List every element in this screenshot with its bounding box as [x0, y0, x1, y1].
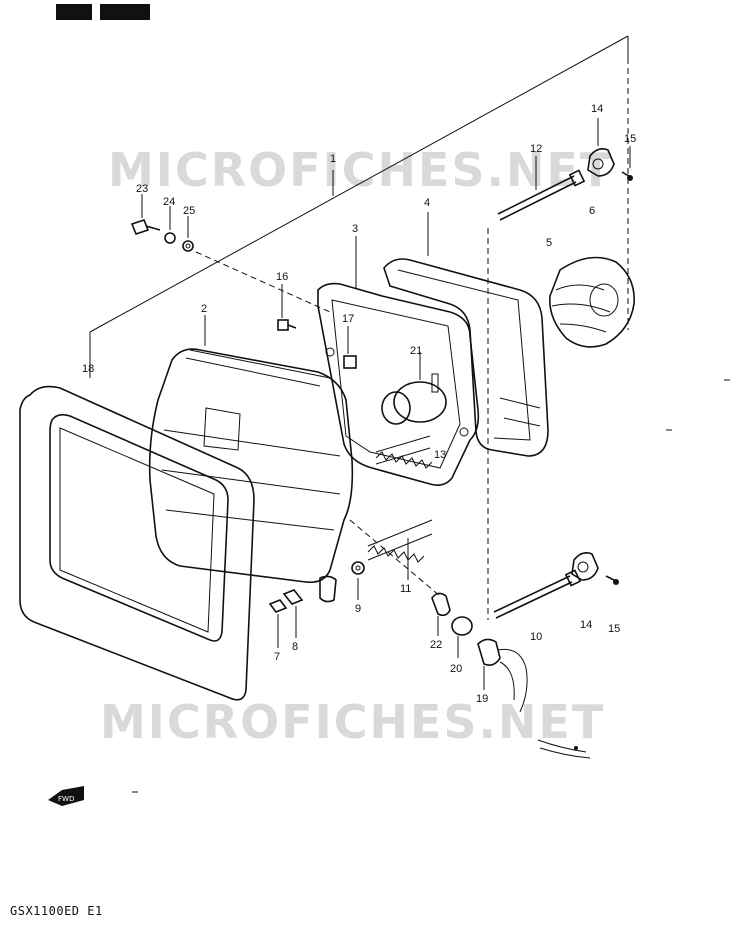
screw-15-upper: [621, 146, 633, 181]
callout-22: 22: [430, 639, 442, 651]
callout-16: 16: [276, 271, 288, 283]
spring-13: [375, 435, 433, 469]
callout-15-lower: 15: [608, 623, 620, 635]
callout-23: 23: [136, 183, 148, 195]
callout-14-lower: 14: [580, 619, 592, 631]
svg-text:FWD: FWD: [58, 795, 74, 803]
callout-25: 25: [183, 205, 195, 217]
watermark-bottom: MICROFICHES.NET: [100, 695, 605, 749]
callout-24: 24: [163, 196, 175, 208]
headlight-housing: [383, 212, 549, 457]
callout-8: 8: [292, 641, 298, 653]
nut-7: [268, 599, 288, 648]
callout-12: 12: [530, 143, 542, 155]
washer-9: [351, 561, 365, 600]
wiring-harness: [537, 739, 591, 759]
assembly-bracket: [89, 35, 629, 378]
leader-11: [349, 519, 441, 597]
watermark-top: MICROFICHES.NET: [108, 143, 613, 197]
callout-1: 1: [330, 153, 336, 165]
spring-11: [367, 519, 433, 580]
screw-16: [277, 284, 297, 331]
clip-17: [343, 326, 357, 369]
adjusting-screw-upper: [497, 156, 586, 221]
nut-8: [282, 589, 304, 638]
bulb-22: [431, 592, 451, 636]
callout-21: 21: [410, 345, 422, 357]
model-code-label: GSX1100ED E1: [10, 904, 103, 918]
headlight-lens-unit: [148, 315, 354, 603]
adjuster-knob-upper: [587, 118, 615, 177]
callout-19: 19: [476, 693, 488, 705]
screw-15-lower: [605, 575, 619, 585]
mounting-plate: [317, 236, 480, 486]
nut-24: [164, 206, 176, 244]
callout-15-upper: 15: [624, 133, 636, 145]
callout-18: 18: [82, 363, 94, 375]
callout-13: 13: [434, 449, 446, 461]
callout-20: 20: [450, 663, 462, 675]
callout-9: 9: [355, 603, 361, 615]
callout-11: 11: [400, 583, 411, 595]
front-direction-arrow-icon: FWD: [48, 786, 84, 806]
socket-20: [451, 616, 473, 658]
bulb-socket: [381, 352, 447, 425]
callout-14-upper: 14: [591, 103, 603, 115]
header-mark: [56, 4, 150, 20]
callout-17: 17: [342, 313, 354, 325]
leader-25: [195, 251, 331, 313]
callout-2: 2: [201, 303, 207, 315]
lamp-19: [477, 638, 528, 713]
adjusting-screw-lower: [493, 569, 582, 619]
callout-3: 3: [352, 223, 358, 235]
callout-4: 4: [424, 197, 430, 209]
bolt-23: [130, 194, 161, 235]
callout-5: 5: [546, 237, 552, 249]
headlight-rim: [19, 385, 255, 701]
washer-25: [182, 216, 194, 252]
callout-10: 10: [530, 631, 542, 643]
callout-6: 6: [589, 205, 595, 217]
headlight-cover: [549, 256, 635, 348]
adjuster-knob-lower: [571, 552, 599, 581]
callout-7: 7: [274, 651, 280, 663]
